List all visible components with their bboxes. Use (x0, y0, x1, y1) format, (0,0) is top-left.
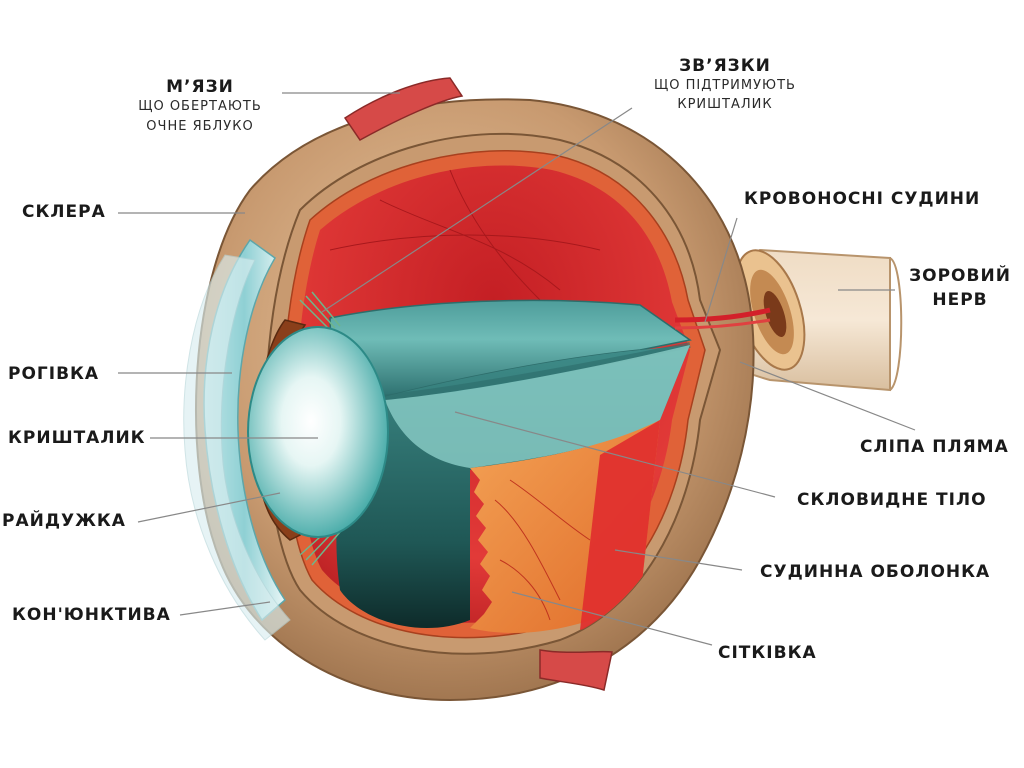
inner-chamber (265, 132, 722, 655)
label-blood-vessels: КРОВОНОСНІ СУДИНИ (744, 189, 981, 209)
leader-iris (137, 492, 281, 523)
label-muscles-sub1: ЩО ОБЕРТАЮТЬ (138, 99, 262, 114)
label-choroid: СУДИННА ОБОЛОНКА (760, 562, 991, 582)
blood-vessels-shape (674, 307, 771, 330)
label-optic-nerve-line1: ЗОРОВИЙ (909, 266, 1011, 286)
leader-lines (118, 92, 916, 646)
label-sclera: СКЛЕРА (22, 202, 106, 222)
label-ligaments-sub2: КРИШТАЛИК (677, 97, 773, 112)
label-ligaments-title: ЗВ’ЯЗКИ (679, 56, 771, 76)
leader-conjunctiva (179, 601, 271, 616)
label-conjunctiva: КОН'ЮНКТИВА (12, 605, 171, 625)
leader-blind-spot (739, 361, 916, 431)
label-vitreous-body: СКЛОВИДНЕ ТІЛО (797, 490, 987, 510)
lower-muscle (539, 649, 613, 691)
lens-shape (247, 326, 389, 538)
label-ligaments-sub1: ЩО ПІДТРИМУЮТЬ (654, 78, 796, 93)
leader-vitreous (454, 411, 776, 498)
label-muscles-sub2: ОЧНЕ ЯБЛУКО (146, 119, 254, 134)
label-iris: РАЙДУЖКА (2, 511, 126, 531)
leader-choroid (614, 549, 743, 571)
leader-ligaments (321, 107, 633, 313)
label-lens: КРИШТАЛИК (8, 428, 146, 448)
label-optic-nerve-line2: НЕРВ (932, 290, 988, 310)
leader-blood-vessels (704, 217, 738, 323)
label-cornea: РОГІВКА (8, 364, 100, 384)
upper-muscle (343, 77, 464, 141)
leader-retina (511, 591, 713, 646)
label-blind-spot: СЛІПА ПЛЯМА (860, 437, 1009, 457)
label-muscles-title: М’ЯЗИ (166, 77, 234, 97)
label-retina: СІТКІВКА (718, 643, 817, 663)
